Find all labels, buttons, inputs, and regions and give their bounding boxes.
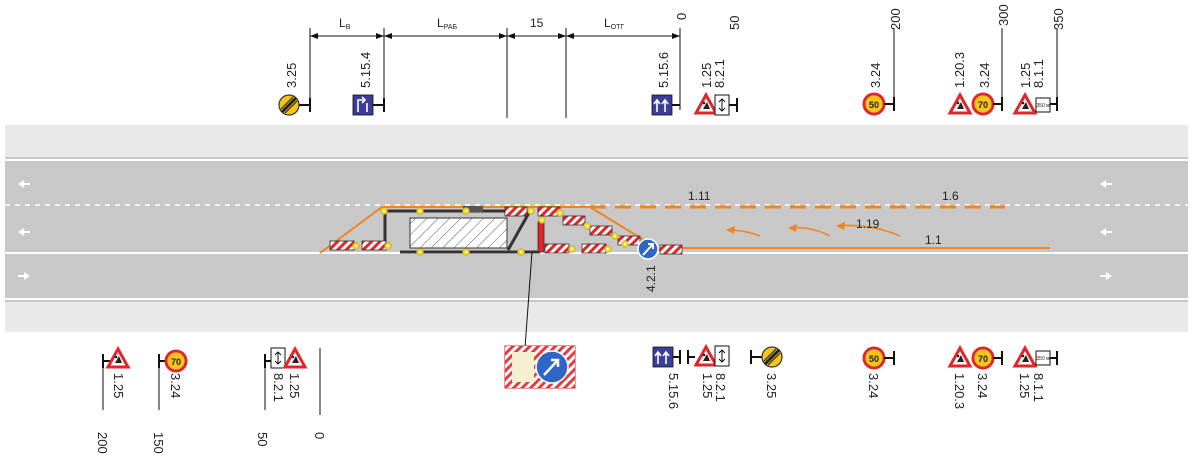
roadworks-sign-icon (1013, 93, 1037, 115)
svg-text:3.24: 3.24 (977, 63, 992, 88)
arrow-right-icon (18, 272, 30, 280)
arrow-left-icon (1100, 228, 1112, 236)
work-zone-hatch (410, 218, 507, 248)
svg-text:1.25: 1.25 (287, 373, 302, 398)
dim-50: 50 (727, 16, 742, 30)
lane-return-sign-icon (352, 94, 374, 116)
roadworks-sign-icon (106, 347, 130, 369)
svg-text:70: 70 (978, 100, 988, 110)
roadworks-sign-icon (283, 347, 307, 369)
plate-sign-icon (714, 345, 730, 367)
marking-11: 1.1 (925, 233, 942, 247)
svg-text:3.24: 3.24 (975, 373, 990, 398)
end-limit-sign-icon (760, 345, 784, 369)
dim-15: 15 (530, 16, 544, 30)
svg-text:3.24: 3.24 (868, 63, 883, 88)
plate-sign-icon (270, 347, 286, 369)
svg-text:350: 350 (1051, 8, 1066, 30)
svg-text:200: 200 (95, 432, 110, 454)
shift-arrowheads (726, 222, 845, 234)
svg-text:8.2.1: 8.2.1 (713, 373, 728, 402)
svg-text:1.20.3: 1.20.3 (952, 52, 967, 88)
arrow-right-icon (1100, 272, 1112, 280)
dim-0: 0 (674, 13, 689, 20)
svg-text:350 м: 350 м (1036, 103, 1050, 109)
svg-text:1.25: 1.25 (699, 63, 714, 88)
top-signs: 3.25 5.15.4 5.15.6 1.25 8.2.1 50 3.24 20… (277, 4, 1066, 117)
svg-text:0: 0 (312, 432, 327, 439)
dim-lv: LВ (339, 16, 351, 31)
svg-text:1.25: 1.25 (1018, 63, 1033, 88)
end-limit-sign-icon (277, 93, 301, 117)
arrow-left-icon (18, 228, 30, 236)
svg-text:1.20.3: 1.20.3 (952, 373, 967, 409)
svg-text:3.25: 3.25 (764, 373, 779, 398)
dimension-line (309, 28, 681, 118)
svg-text:1.25: 1.25 (700, 373, 715, 398)
marking-119: 1.19 (856, 217, 880, 231)
dim-lrab: LРАБ (437, 16, 458, 31)
svg-text:70: 70 (978, 354, 988, 364)
plate-sign-icon (714, 94, 730, 116)
bottom-shoulder (5, 302, 1188, 332)
roadworks-sign-icon (694, 93, 718, 115)
direction-arrows (18, 180, 1112, 280)
svg-text:8.2.1: 8.2.1 (271, 373, 286, 402)
lane-start-sign-icon (652, 346, 674, 368)
roadworks-sign-icon (694, 345, 718, 367)
arrow-left-icon (18, 180, 30, 188)
dimension-arrowheads (310, 33, 680, 39)
svg-text:3.24: 3.24 (866, 373, 881, 398)
roadworks-sign-icon (1013, 346, 1037, 368)
svg-text:5.15.4: 5.15.4 (358, 52, 373, 88)
svg-text:70: 70 (171, 357, 181, 367)
svg-text:8.1.1: 8.1.1 (1031, 373, 1046, 402)
svg-text:200: 200 (888, 8, 903, 30)
barriers (329, 206, 683, 255)
marking-111: 1.11 (688, 189, 711, 203)
svg-text:8.2.1: 8.2.1 (712, 59, 727, 88)
bottom-signs: 1.25 200 70 3.24 150 8.2.1 1.25 50 0 5.1… (95, 251, 1058, 454)
svg-text:5.15.6: 5.15.6 (666, 373, 681, 409)
dim-lotg: LОТГ (604, 16, 624, 31)
svg-text:50: 50 (869, 354, 879, 364)
top-shoulder (5, 125, 1188, 157)
arrow-left-icon (1100, 180, 1112, 188)
svg-text:50: 50 (869, 100, 879, 110)
svg-text:150: 150 (151, 432, 166, 454)
marking-16: 1.6 (942, 189, 959, 203)
narrowing-sign-icon (948, 93, 972, 115)
svg-text:300: 300 (996, 4, 1011, 26)
svg-text:3.25: 3.25 (284, 63, 299, 88)
svg-text:350 м: 350 м (1036, 356, 1050, 362)
label-421: 4.2.1 (644, 265, 658, 292)
leader-line (524, 251, 533, 349)
narrowing-sign-icon (948, 346, 972, 368)
svg-text:1.25: 1.25 (1017, 373, 1032, 398)
svg-text:50: 50 (255, 432, 270, 446)
svg-text:3.24: 3.24 (168, 373, 183, 398)
keep-right-sign-icon (637, 238, 659, 260)
svg-text:1.25: 1.25 (111, 373, 126, 398)
lane-start-sign-icon (651, 94, 673, 116)
svg-text:8.1.1: 8.1.1 (1031, 59, 1046, 88)
svg-text:5.15.6: 5.15.6 (656, 52, 671, 88)
